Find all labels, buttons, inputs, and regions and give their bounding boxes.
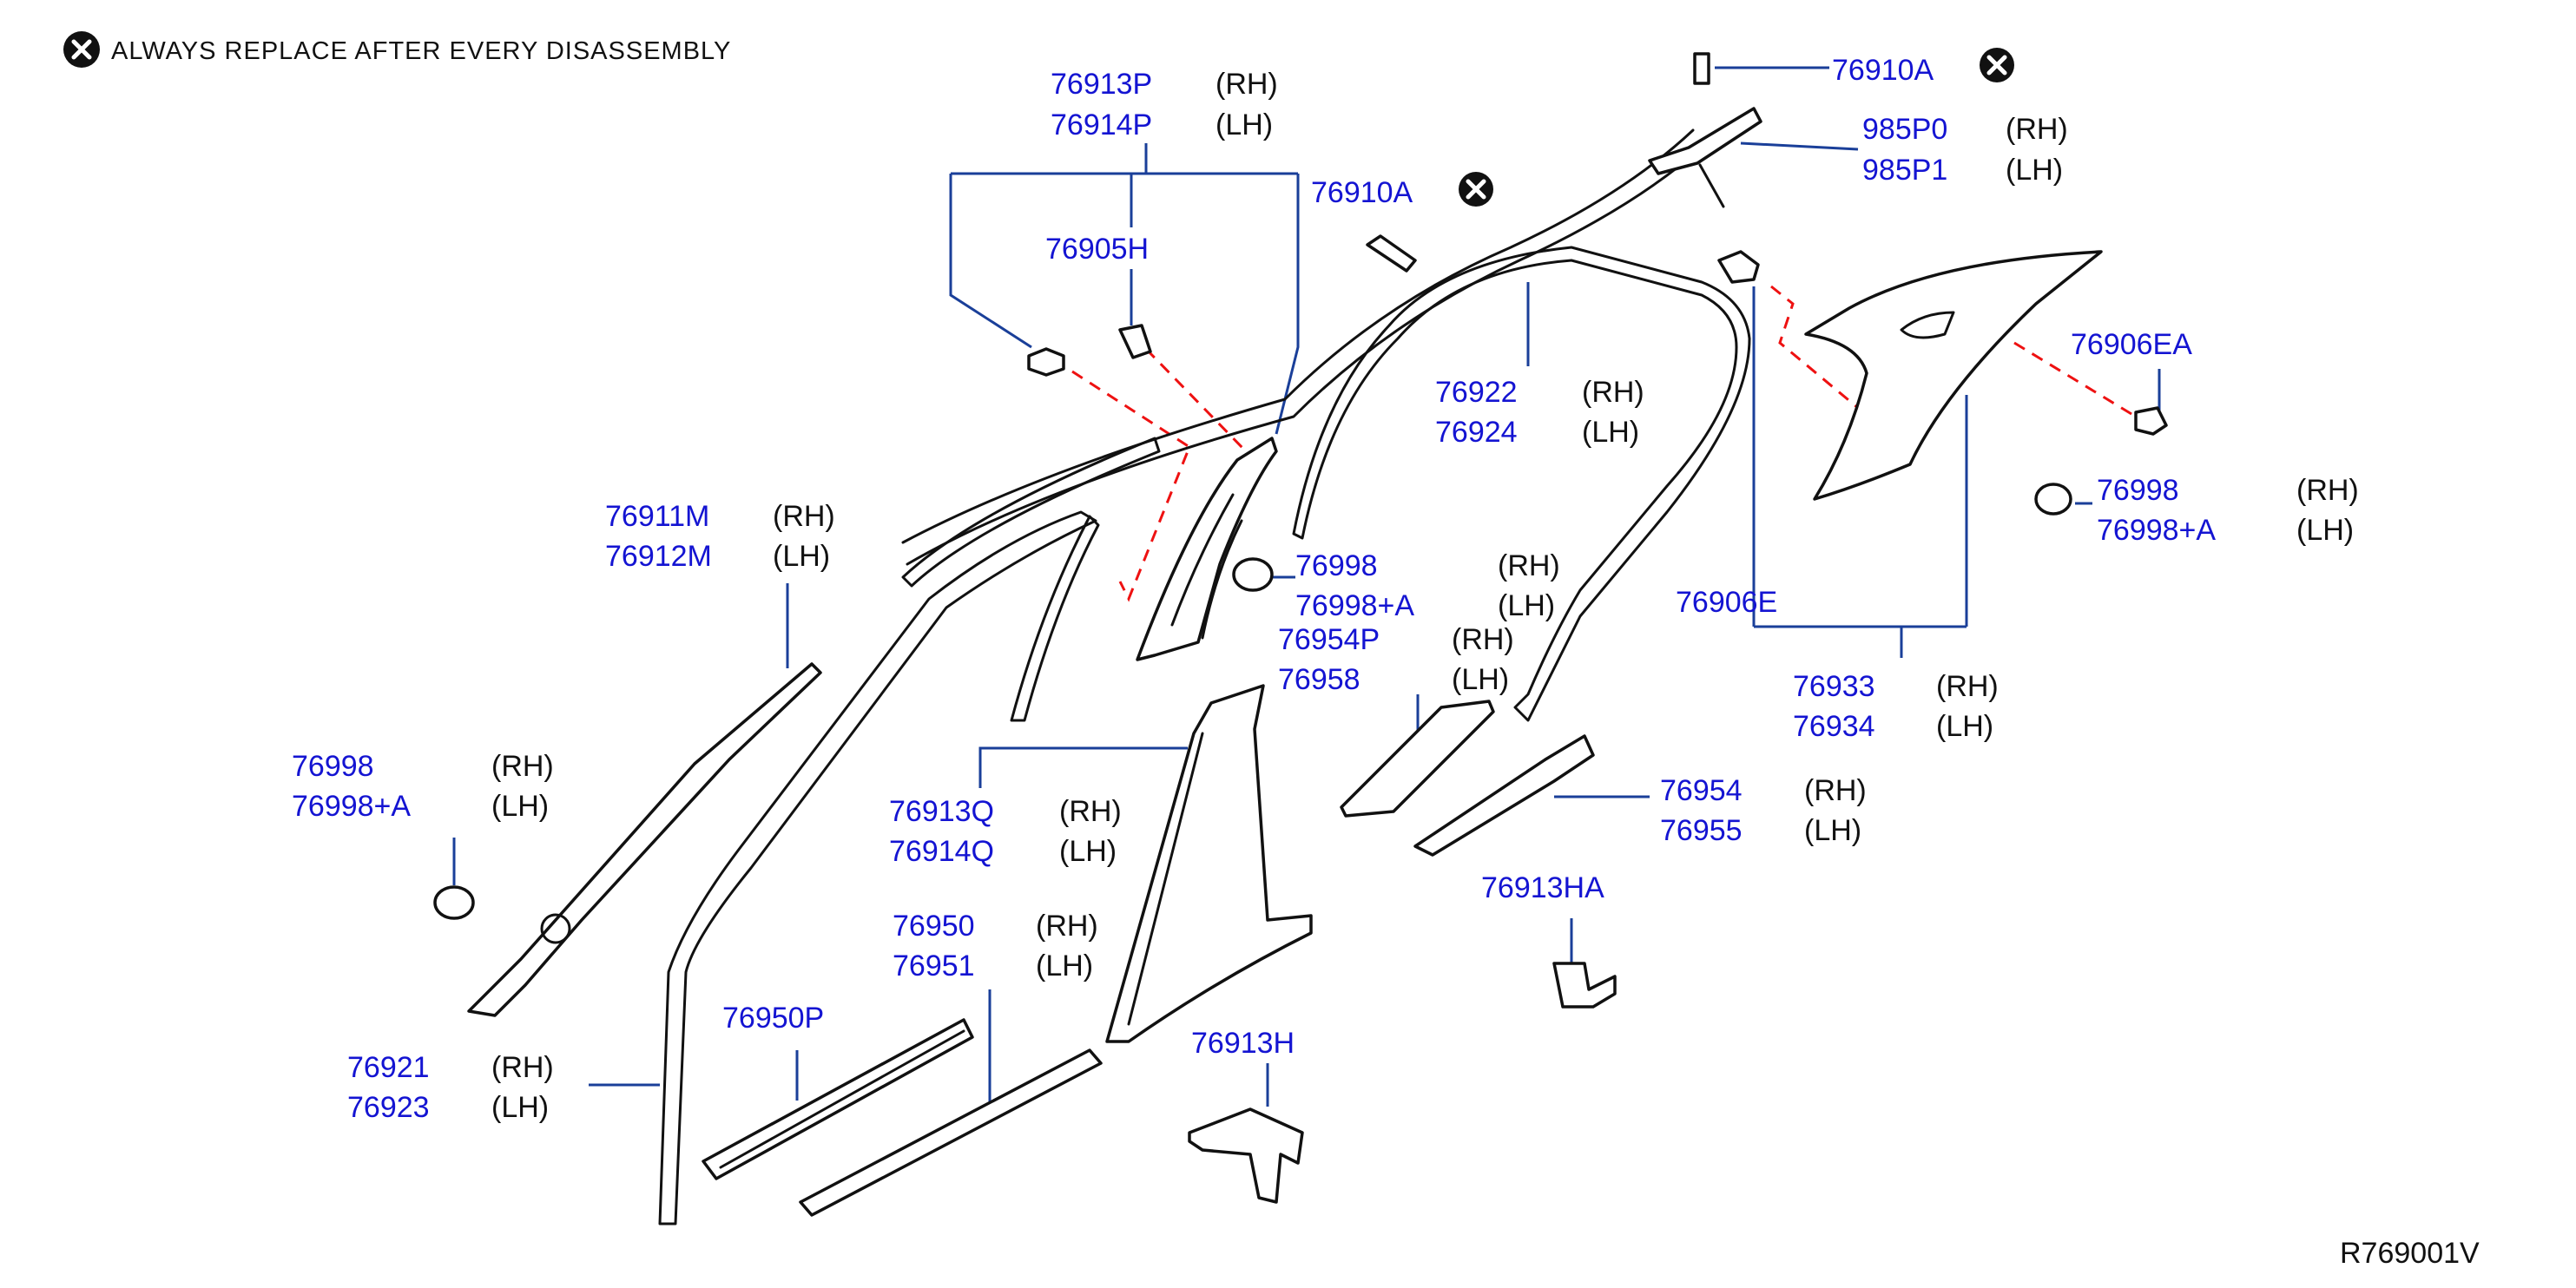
reference-code: R769001V [2340, 1237, 2480, 1270]
part-number: 76922 [1435, 376, 1518, 409]
side-label: (RH) [491, 1051, 554, 1084]
side-label: (LH) [491, 1091, 549, 1124]
part-number: 76955 [1660, 814, 1743, 847]
replace-note: ALWAYS REPLACE AFTER EVERY DISASSEMBLY [63, 31, 731, 68]
part-number: 76954 [1660, 774, 1743, 807]
part-number: 76950P [722, 1002, 824, 1035]
side-label: (RH) [1498, 549, 1560, 582]
side-label: (LH) [1216, 108, 1273, 141]
side-label: (RH) [491, 750, 554, 783]
side-label: (LH) [1582, 416, 1639, 449]
side-label: (RH) [1216, 68, 1278, 101]
part-number: 76905H [1045, 233, 1149, 266]
part-number: 76912M [605, 540, 712, 573]
part-number: 76951 [893, 950, 975, 982]
part-number: 76906E [1676, 586, 1777, 619]
part-number: 76954P [1278, 623, 1380, 656]
replace-note-text: ALWAYS REPLACE AFTER EVERY DISASSEMBLY [111, 37, 731, 65]
side-label: (RH) [1582, 376, 1644, 409]
part-number: 76914Q [889, 835, 994, 868]
part-number: 76911M [605, 500, 709, 533]
side-label: (RH) [1452, 623, 1514, 656]
side-label: (RH) [1936, 670, 1999, 703]
leader-lines [452, 66, 2161, 1107]
part-number: 76950 [893, 910, 975, 943]
part-number: 76906EA [2071, 328, 2192, 361]
part-number: 76924 [1435, 416, 1518, 449]
x-circle-icon [63, 31, 100, 68]
clip-paths [1071, 285, 2137, 602]
part-outlines [433, 52, 2168, 1226]
part-number: 76913P [1051, 68, 1152, 101]
part-number: 76934 [1793, 710, 1875, 743]
part-number: 985P1 [1862, 154, 1947, 187]
side-label: (RH) [773, 500, 835, 533]
side-label: (RH) [2006, 113, 2068, 146]
part-number: 76958 [1278, 663, 1360, 696]
part-number: 76921 [347, 1051, 430, 1084]
plug-parts [433, 483, 2072, 920]
part-number: 76910A [1832, 54, 1934, 87]
part-number: 76998+A [2097, 514, 2216, 547]
side-label: (LH) [1936, 710, 1993, 743]
part-number: 76914P [1051, 108, 1152, 141]
part-number: 76998 [2097, 474, 2179, 507]
side-label: (LH) [773, 540, 830, 573]
side-label: (LH) [1498, 589, 1555, 622]
side-label: (LH) [2296, 514, 2354, 547]
part-number: 76998 [292, 750, 374, 783]
part-number: 76998 [1295, 549, 1378, 582]
x-circle-icon [1980, 48, 2014, 82]
side-label: (LH) [1804, 814, 1861, 847]
part-number: 985P0 [1862, 113, 1947, 146]
part-number: 76923 [347, 1091, 430, 1124]
side-label: (RH) [1036, 910, 1098, 943]
side-label: (LH) [1452, 663, 1509, 696]
part-number: 76998+A [1295, 589, 1414, 622]
side-label: (RH) [1804, 774, 1867, 807]
x-circle-icon [1459, 172, 1493, 207]
side-label: (RH) [2296, 474, 2359, 507]
part-number: 76913Q [889, 795, 994, 828]
part-number: 76913H [1191, 1027, 1295, 1060]
part-number: 76913HA [1481, 871, 1604, 904]
side-label: (LH) [1059, 835, 1117, 868]
part-number: 76933 [1793, 670, 1875, 703]
side-label: (LH) [2006, 154, 2063, 187]
part-number: 76998+A [292, 790, 411, 823]
part-number: 76910A [1311, 176, 1413, 209]
side-label: (LH) [491, 790, 549, 823]
callout-labels: 76913P (RH) 76914P (LH) 76905H 76910A 76… [292, 54, 2359, 1124]
side-label: (LH) [1036, 950, 1093, 982]
side-label: (RH) [1059, 795, 1122, 828]
